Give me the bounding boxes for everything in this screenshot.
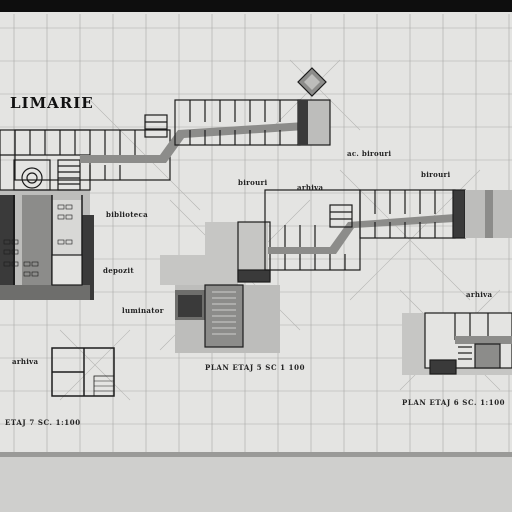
left-plan [0,129,94,300]
caption-plan-etaj-5: PLAN ETAJ 5 SC 1 100 [205,363,306,372]
caption-plan-etaj-6: PLAN ETAJ 6 SC. 1:100 [402,398,506,407]
label-birouri-center: birouri [238,178,268,187]
label-biblioteca: biblioteca [106,210,148,219]
caption-plan-etaj-7: ETAJ 7 SC. 1:100 [5,418,81,427]
plan-etaj-7 [51,347,115,397]
table-surface [0,455,512,512]
label-arhiva-center: arhiva [297,183,324,192]
upper-wing [14,67,331,181]
label-arhiva-left: arhiva [12,357,39,366]
label-depozit: depozit [103,266,134,275]
label-ac-birouri: ac. birouri [347,149,392,158]
label-birouri-right: birouri [421,170,451,179]
label-luminator: luminator [122,306,164,315]
label-arhiva-right: arhiva [466,290,493,299]
plan-etaj-6 [402,312,512,375]
title-fragment: LIMARIE [10,94,94,112]
plan-etaj-5 [160,189,512,353]
